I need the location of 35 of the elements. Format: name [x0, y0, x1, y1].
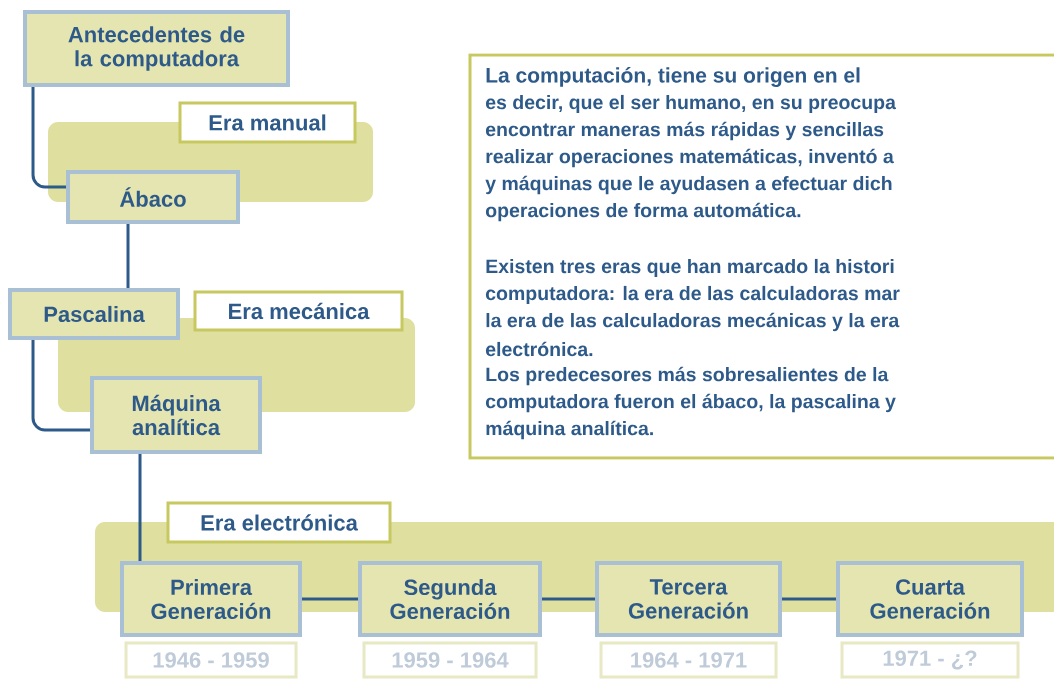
connector-line: [542, 597, 595, 601]
era-label: Era electrónica: [166, 501, 392, 544]
connector-line: [31, 340, 90, 432]
text-line: encontrar maneras más rápidas y sencillas: [486, 121, 884, 141]
connector-line: [138, 454, 142, 561]
process-box: Cuarta Generación: [836, 561, 1024, 637]
year-range-box: 1964 - 1971: [599, 641, 778, 679]
text-line: electrónica.: [486, 341, 593, 357]
text-line: es decir, que el ser humano, en su preocupa: [486, 94, 897, 114]
era-label: Era manual: [178, 101, 357, 144]
process-box: Tercera Generación: [595, 561, 782, 637]
connector-line: [782, 597, 836, 601]
process-box: Máquina analítica: [90, 376, 262, 454]
process-box: Pascalina: [8, 288, 180, 340]
process-box: Segunda Generación: [358, 561, 542, 637]
process-box: Ábaco: [66, 170, 240, 224]
text-line: máquina analítica.: [486, 420, 653, 440]
year-range-box: 1971 - ¿?: [840, 641, 1020, 679]
heading-line: La computación, tiene su origen en el: [486, 67, 860, 87]
text-line: Existen tres eras que han marcado la histori: [486, 258, 894, 278]
text-line: la era de las calculadoras mecánicas y la era: [486, 312, 900, 332]
text-line: operaciones de forma automática.: [486, 202, 801, 222]
text-line: Los predecesores más sobresalientes de la: [486, 366, 889, 386]
year-range-box: 1959 - 1964: [362, 641, 538, 679]
text-line: computadora: la era de las calculadoras mar: [486, 285, 900, 305]
process-box: Antecedentes de la computadora: [23, 10, 290, 87]
text-line: computadora fueron el ábaco, la pascalina y: [486, 393, 896, 413]
connector-line: [302, 597, 358, 601]
process-box: Primera Generación: [120, 561, 302, 637]
text-line: y máquinas que le ayudasen a efectuar dich: [485, 175, 892, 195]
text-line: realizar operaciones matemáticas, inventó a: [486, 148, 894, 168]
connector-line: [31, 87, 66, 189]
connector-line: [126, 224, 130, 288]
era-label: Era mecánica: [193, 290, 404, 332]
year-range-box: 1946 - 1959: [124, 641, 298, 679]
